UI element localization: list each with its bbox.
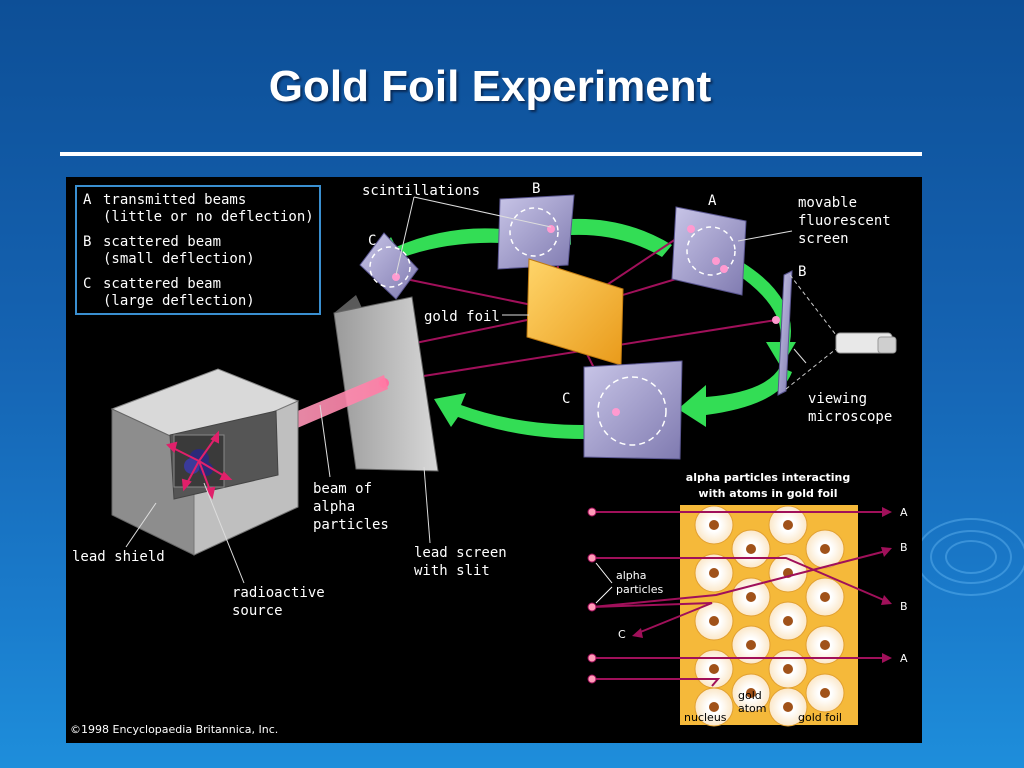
viewing-microscope xyxy=(835,332,897,354)
inset-label-a1: A xyxy=(900,506,908,519)
radioactive-source-label-1: radioactive xyxy=(232,585,325,601)
title-divider xyxy=(60,152,922,156)
atom-nucleus xyxy=(783,702,793,712)
microscope-sight-lines xyxy=(785,274,837,390)
atom-nucleus xyxy=(820,544,830,554)
atom-nucleus xyxy=(709,702,719,712)
inset-label-a2: A xyxy=(900,652,908,665)
atom-nucleus xyxy=(746,640,756,650)
inset-nucleus-label: nucleus xyxy=(684,711,727,724)
lead-screen-label-2: with slit xyxy=(414,563,490,579)
copyright-credit: ©1998 Encyclopaedia Britannica, Inc. xyxy=(70,723,278,736)
screen-b-top-label: B xyxy=(532,181,540,197)
inset-alpha-label-1: alpha xyxy=(616,569,647,582)
gold-atom-grid xyxy=(694,505,845,727)
atom-nucleus xyxy=(746,544,756,554)
beam-label-1: beam of xyxy=(313,481,372,497)
legend-c-line2: (large deflection) xyxy=(103,293,255,309)
inset-label-c: C xyxy=(618,628,626,641)
alpha-particles-bracket xyxy=(595,562,613,604)
atom-nucleus xyxy=(709,520,719,530)
legend-c-letter: C xyxy=(83,276,91,292)
atom-nucleus xyxy=(709,568,719,578)
screen-c-bottom-label: C xyxy=(562,391,570,407)
legend-box: A transmitted beams (little or no deflec… xyxy=(75,185,321,315)
alpha-particles xyxy=(587,507,597,684)
inset-title-line1: alpha particles interacting xyxy=(686,471,850,484)
diagram-panel: A transmitted beams (little or no deflec… xyxy=(66,177,922,743)
inset-particle-paths xyxy=(591,511,887,687)
lead-shield-label: lead shield xyxy=(72,549,165,565)
gold-foil-diagram: A transmitted beams (little or no deflec… xyxy=(70,181,908,736)
legend-a-letter: A xyxy=(83,192,92,208)
fluorescent-screen-a xyxy=(671,206,747,296)
gold-foil-label: gold foil xyxy=(424,309,500,325)
inset-label-b1: B xyxy=(900,541,908,554)
inset-gold-foil-label: gold foil xyxy=(798,711,842,724)
atom-nucleus xyxy=(820,688,830,698)
fluorescent-screen-b-top xyxy=(497,194,575,270)
scintillations-label: scintillations xyxy=(362,183,480,199)
inset-label-b2: B xyxy=(900,600,908,613)
screen-a-label: A xyxy=(708,193,717,209)
gold-foil-sheet xyxy=(526,258,624,366)
atomic-inset: alpha particles interacting with atoms i… xyxy=(587,471,908,727)
legend-c-line1: scattered beam xyxy=(103,276,221,292)
atom-nucleus xyxy=(746,592,756,602)
fluorescent-screen-c-top xyxy=(359,232,419,300)
movable-screen-label-2: fluorescent xyxy=(798,213,891,229)
inset-alpha-label-2: particles xyxy=(616,583,663,596)
inset-gold-atom-label-2: atom xyxy=(738,702,767,715)
radioactive-source-label-2: source xyxy=(232,603,283,619)
lead-screen-label-1: lead screen xyxy=(414,545,507,561)
legend-b-letter: B xyxy=(83,234,91,250)
beam-label-3: particles xyxy=(313,517,389,533)
beam-label-2: alpha xyxy=(313,499,355,515)
viewing-microscope-label-1: viewing xyxy=(808,391,867,407)
inset-gold-atom-label-1: gold xyxy=(738,689,762,702)
screen-b-right-label: B xyxy=(798,264,806,280)
inset-title-line2: with atoms in gold foil xyxy=(698,487,837,500)
water-ripple-decoration xyxy=(915,518,1024,596)
screen-c-top-label: C xyxy=(368,233,376,249)
atom-nucleus xyxy=(820,592,830,602)
slide-title: Gold Foil Experiment xyxy=(268,62,712,111)
atom-nucleus xyxy=(709,664,719,674)
atom-nucleus xyxy=(820,640,830,650)
label-leader-lines xyxy=(125,196,807,584)
atom-nucleus xyxy=(783,616,793,626)
atom-nucleus xyxy=(783,520,793,530)
legend-b-line1: scattered beam xyxy=(103,234,221,250)
fluorescent-screen-b-right xyxy=(772,270,793,396)
lead-shield-box xyxy=(110,368,300,556)
legend-a-line1: transmitted beams xyxy=(103,192,246,208)
radioactive-emission-arrows xyxy=(166,430,233,500)
atom-nucleus xyxy=(709,616,719,626)
inset-arrowheads xyxy=(632,507,892,663)
movable-screen-label-3: screen xyxy=(798,231,849,247)
movable-screen-label-1: movable xyxy=(798,195,857,211)
fluorescent-screen-c-bottom xyxy=(583,360,683,460)
legend-a-line2: (little or no deflection) xyxy=(103,209,314,225)
atom-nucleus xyxy=(746,688,756,698)
atom-nucleus xyxy=(783,664,793,674)
legend-b-line2: (small deflection) xyxy=(103,251,255,267)
viewing-microscope-label-2: microscope xyxy=(808,409,892,425)
